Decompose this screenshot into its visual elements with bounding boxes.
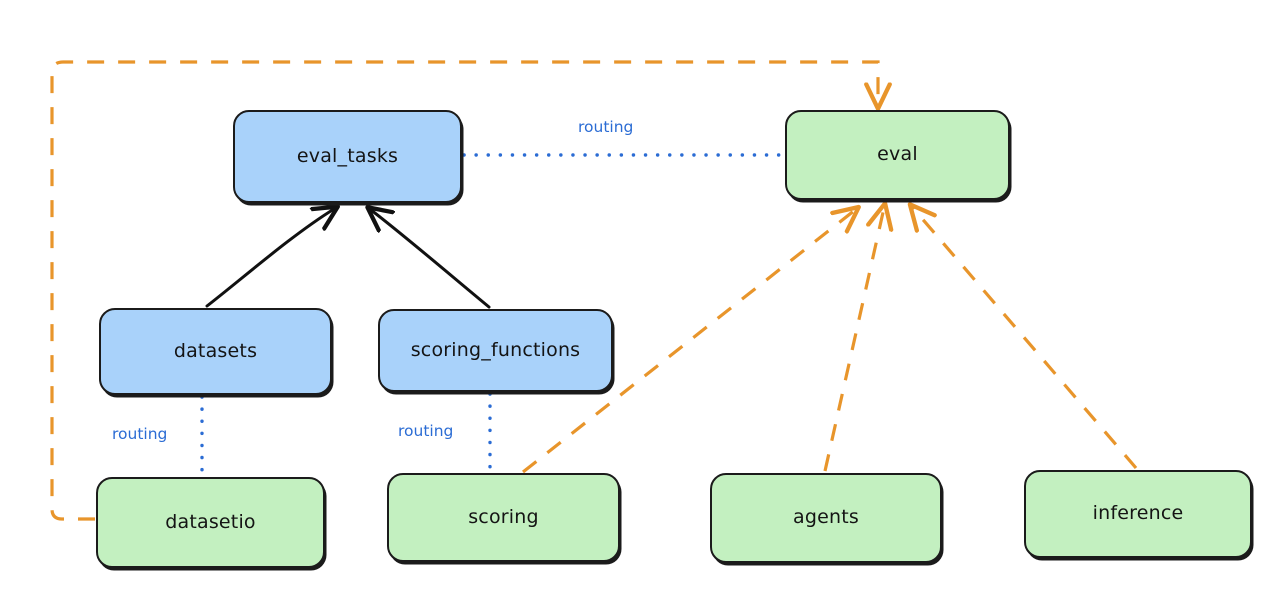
node-scoring[interactable]: scoring	[387, 473, 620, 562]
edge-label-routing-eval-tasks-eval: routing	[578, 118, 634, 136]
node-label: scoring	[468, 505, 539, 528]
node-eval-tasks[interactable]: eval_tasks	[233, 110, 462, 203]
node-scoring-functions[interactable]: scoring_functions	[378, 309, 613, 392]
node-label: scoring_functions	[410, 338, 581, 361]
node-label: eval	[877, 143, 918, 165]
edge-inference-to-eval-dependency	[913, 208, 1138, 470]
edge-label-routing-datasets-datasetio: routing	[112, 425, 168, 443]
edge-scoring-functions-to-eval-tasks	[371, 210, 491, 309]
node-label: eval_tasks	[296, 144, 399, 167]
edge-agents-to-eval-dependency	[823, 208, 884, 472]
edge-datasets-to-eval-tasks	[205, 209, 334, 308]
node-label: datasetio	[165, 510, 256, 533]
node-label: inference	[1092, 502, 1184, 524]
node-agents[interactable]: agents	[710, 473, 942, 563]
node-label: datasets	[173, 339, 258, 362]
edge-datasetio-to-eval-dependency	[50, 60, 878, 521]
node-inference[interactable]: inference	[1024, 470, 1252, 558]
node-label: agents	[793, 506, 859, 528]
node-eval[interactable]: eval	[785, 110, 1010, 200]
edge-label-routing-scoring-functions-scoring: routing	[398, 422, 454, 440]
node-datasetio[interactable]: datasetio	[96, 477, 325, 568]
edge-scoring-to-eval-dependency	[522, 210, 855, 474]
node-datasets[interactable]: datasets	[99, 308, 332, 395]
